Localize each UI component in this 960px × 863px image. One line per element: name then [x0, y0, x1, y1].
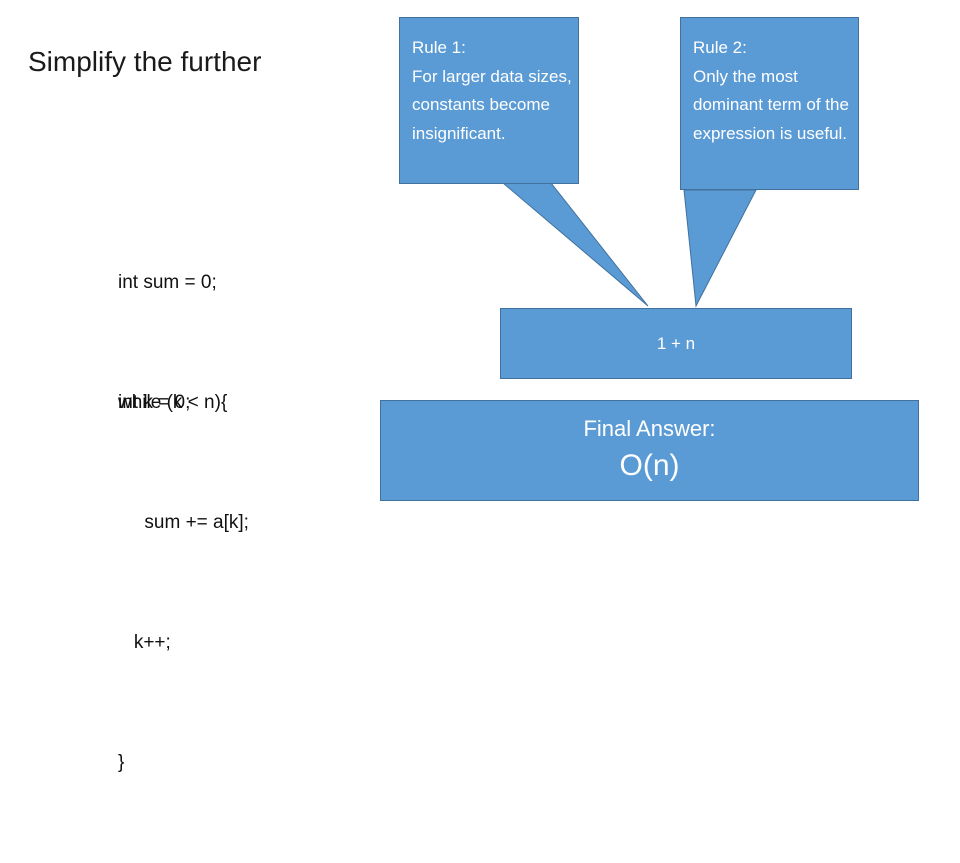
- callout-rule-1[interactable]: Rule 1: For larger data sizes, constants…: [399, 17, 579, 184]
- slide-canvas: Simplify the further int sum = 0; int k …: [28, 17, 919, 773]
- final-answer-label: Final Answer:: [583, 416, 716, 441]
- code-line: }: [118, 752, 125, 773]
- expression-box-label: 1 + n: [656, 334, 696, 353]
- expression-box[interactable]: 1 + n: [500, 308, 852, 379]
- final-answer-value: O(n): [619, 449, 680, 482]
- code-line: sum += a[k];: [118, 512, 249, 533]
- page-title: Simplify the further: [28, 46, 262, 77]
- final-answer-box[interactable]: Final Answer: O(n): [380, 400, 919, 501]
- code-line: int k = 0;: [118, 392, 191, 413]
- code-line: while (k < n){: [118, 392, 228, 413]
- callout-rule-2-text: Rule 2: Only the most dominant term of t…: [693, 38, 849, 143]
- code-line: int sum = 0;: [118, 272, 217, 293]
- rule-2-tail-pointer: [683, 189, 757, 308]
- callout-rule-1-text: Rule 1: For larger data sizes, constants…: [412, 38, 572, 143]
- callout-rule-2[interactable]: Rule 2: Only the most dominant term of t…: [680, 17, 859, 190]
- code-block-declarations: int sum = 0; int k = 0;: [118, 183, 217, 503]
- code-block-loop: while (k < n){ sum += a[k]; k++; }: [118, 303, 249, 863]
- code-line: k++;: [118, 632, 171, 653]
- rule-1-tail-pointer: [501, 182, 649, 307]
